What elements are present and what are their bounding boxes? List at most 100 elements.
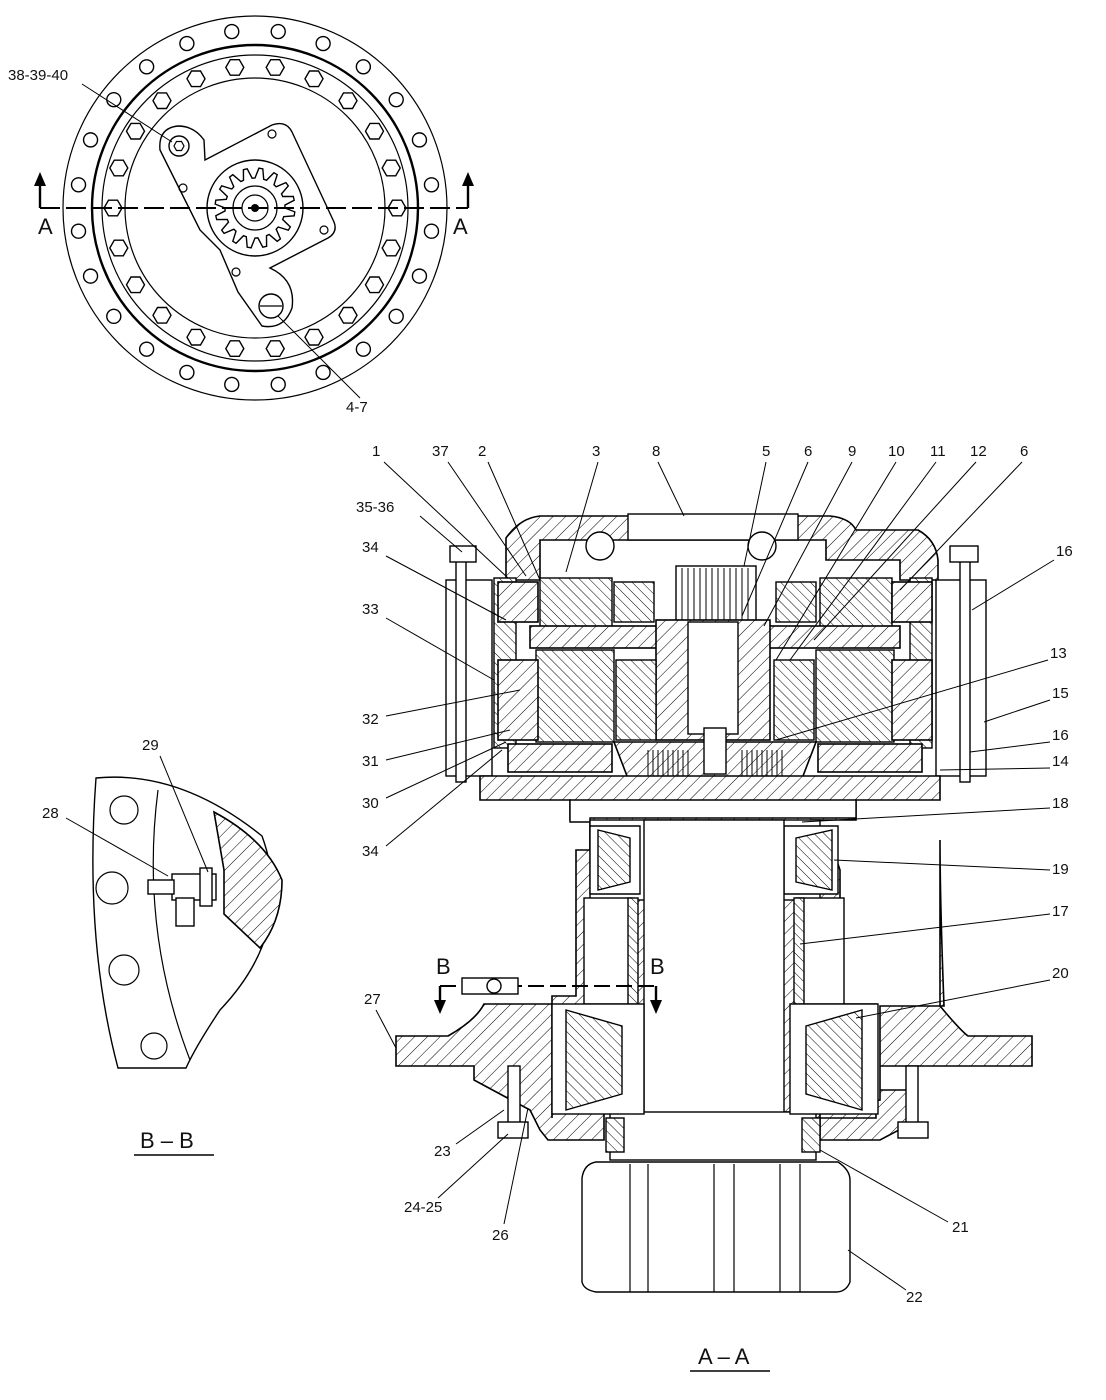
- callout-12: 12: [970, 443, 987, 460]
- retainer-bolt-left-head: [497, 1121, 529, 1139]
- lower-gear-center-left: [615, 659, 657, 741]
- callout-20: 20: [1052, 965, 1069, 982]
- bolt-hole-icon: [411, 268, 428, 284]
- plate-hole: [267, 129, 277, 139]
- lower-carrier-left: [497, 659, 539, 741]
- bolt-hole-icon: [315, 364, 331, 381]
- bolt-hole-icon: [270, 23, 286, 40]
- bolt-hole-icon: [423, 177, 440, 193]
- hex-bolt-icon: [152, 92, 172, 110]
- bolt-hole-icon: [70, 223, 87, 239]
- callout-35-36: 35-36: [356, 499, 394, 516]
- section-aa-view: B B A – A 1 37 2 3 8 5 6 9 10 11 12 6 16…: [356, 443, 1073, 1372]
- output-shaft-lower: [609, 1111, 817, 1161]
- hex-bolt-icon: [364, 276, 385, 294]
- view-title-aa: A – A: [698, 1344, 750, 1369]
- hex-bolt-icon: [186, 70, 206, 88]
- lower-bearing-left-roller: [565, 1009, 623, 1111]
- section-marker-a-left: A: [38, 214, 53, 239]
- hex-bolt-icon: [338, 306, 358, 324]
- callout-10: 10: [888, 443, 905, 460]
- seal-ring-right: [801, 1117, 821, 1153]
- hex-bolt-icon: [224, 59, 245, 76]
- lower-gear-center-right: [773, 659, 815, 741]
- bolt-hole-icon: [82, 268, 99, 284]
- top-view: A A 38-39-40 4-7: [8, 15, 474, 416]
- callout-27: 27: [364, 991, 381, 1008]
- retainer-bolt-right-head: [897, 1121, 929, 1139]
- bb-hole: [108, 954, 140, 986]
- callout-19: 19: [1052, 861, 1069, 878]
- hex-bolt-icon: [338, 92, 358, 110]
- callout-16: 16: [1052, 727, 1069, 744]
- hex-bolt-icon: [304, 328, 324, 346]
- callout-32: 32: [362, 711, 379, 728]
- upper-carrier-right: [891, 581, 933, 623]
- spacer-sleeve-left: [583, 897, 633, 1005]
- callout-6: 6: [804, 443, 812, 460]
- plate-hole: [231, 267, 241, 277]
- callout-30: 30: [362, 795, 379, 812]
- bolt-hole-icon: [224, 376, 240, 393]
- tie-bolt-head-left: [449, 545, 477, 563]
- arrow-head-icon: [434, 1000, 446, 1014]
- hex-bolt-icon: [364, 122, 385, 140]
- callout-18: 18: [1052, 795, 1069, 812]
- hex-bolt-icon: [108, 159, 129, 177]
- hex-bolt-icon: [125, 122, 146, 140]
- arrow-head-icon: [650, 1000, 662, 1014]
- upper-carrier-left: [497, 581, 539, 623]
- lower-planet-left: [535, 649, 615, 743]
- output-shaft: [643, 819, 785, 1115]
- bb-hatched-wall: [212, 810, 283, 950]
- bolt-hole-icon: [355, 341, 372, 357]
- callout-1: 1: [372, 443, 380, 460]
- seal-ring-left: [605, 1117, 625, 1153]
- callout-29: 29: [142, 737, 159, 754]
- hex-bolt-icon: [224, 340, 245, 357]
- bb-hole: [95, 871, 129, 905]
- section-marker-a-right: A: [453, 214, 468, 239]
- callout-6: 6: [1020, 443, 1028, 460]
- hex-bolt-icon: [304, 70, 324, 88]
- upper-planet-left: [539, 577, 613, 629]
- bolt-hole-icon: [138, 59, 155, 75]
- sun-gear-top: [675, 565, 757, 623]
- callout-17: 17: [1052, 903, 1069, 920]
- hex-bolt-icon: [381, 159, 402, 177]
- bolt-hole-icon: [179, 364, 195, 381]
- section-bb-view: 28 29 B – B: [42, 737, 283, 1156]
- bolt-hole-icon: [388, 91, 404, 108]
- bolt-hole-icon: [179, 35, 195, 52]
- section-marker-b-left: B: [436, 954, 451, 979]
- center-shaft-bore: [687, 621, 739, 735]
- arrow-head-icon: [462, 172, 474, 186]
- section-marker-b-right: B: [650, 954, 665, 979]
- hub-bore: [703, 727, 727, 775]
- bb-inner-arc: [152, 789, 191, 1061]
- callout-22: 22: [906, 1289, 923, 1306]
- callout-38-39-40: 38-39-40: [8, 67, 68, 84]
- bb-hole: [140, 1032, 168, 1060]
- callout-8: 8: [652, 443, 660, 460]
- bb-hole: [109, 795, 139, 825]
- upper-planet-right: [819, 577, 893, 629]
- callout-4-7: 4-7: [346, 399, 368, 416]
- callout-23: 23: [434, 1143, 451, 1160]
- sun-gear-splines: [681, 568, 749, 620]
- callout-9: 9: [848, 443, 856, 460]
- lower-bearing-right-roller: [805, 1009, 863, 1111]
- view-title-bb: B – B: [140, 1128, 194, 1153]
- callout-31: 31: [362, 753, 379, 770]
- bolt-hole-icon: [270, 376, 286, 393]
- bolt-hole-icon: [388, 308, 404, 325]
- upper-bearing-right-roller: [795, 829, 833, 891]
- hex-bolt-icon: [152, 306, 172, 324]
- output-pinion: [581, 1161, 851, 1293]
- tie-bolt-head-right: [949, 545, 979, 563]
- callout-37: 37: [432, 443, 449, 460]
- cover-bore-left: [585, 531, 615, 561]
- arrow-head-icon: [34, 172, 46, 186]
- callout-34: 34: [362, 539, 379, 556]
